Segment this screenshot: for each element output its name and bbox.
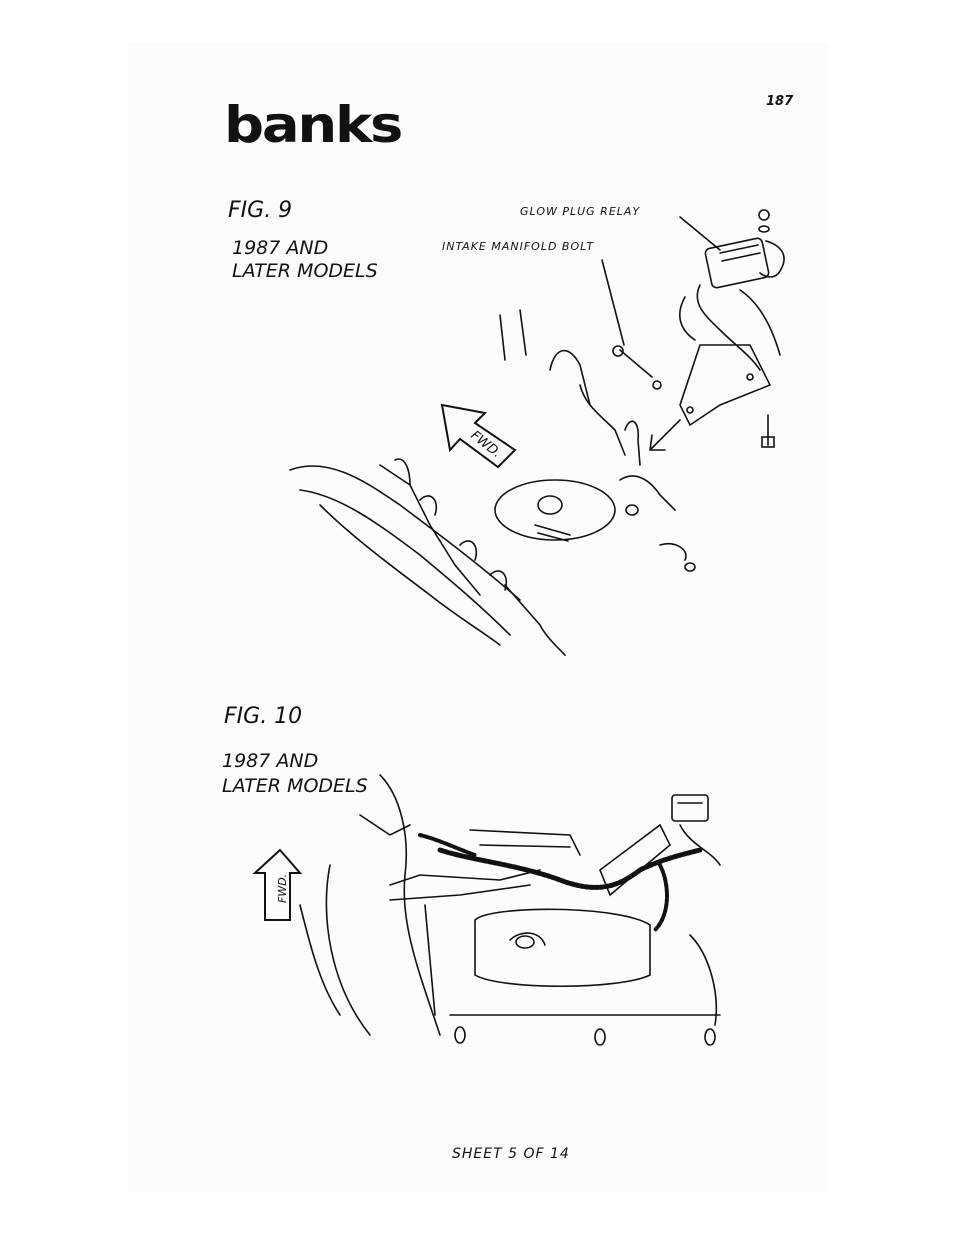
fig9-fwd-label: FWD. (468, 428, 504, 461)
page-number: 187 (766, 94, 793, 109)
brand-logo: banks (224, 96, 401, 154)
fig9-engine-illustration: FWD. (280, 205, 800, 665)
fig10-engine-illustration: FWD. (240, 755, 740, 1055)
sheet-number: SHEET 5 OF 14 (452, 1146, 570, 1162)
fig10-title: FIG. 10 (224, 704, 302, 729)
fig10-fwd-label: FWD. (276, 874, 289, 903)
